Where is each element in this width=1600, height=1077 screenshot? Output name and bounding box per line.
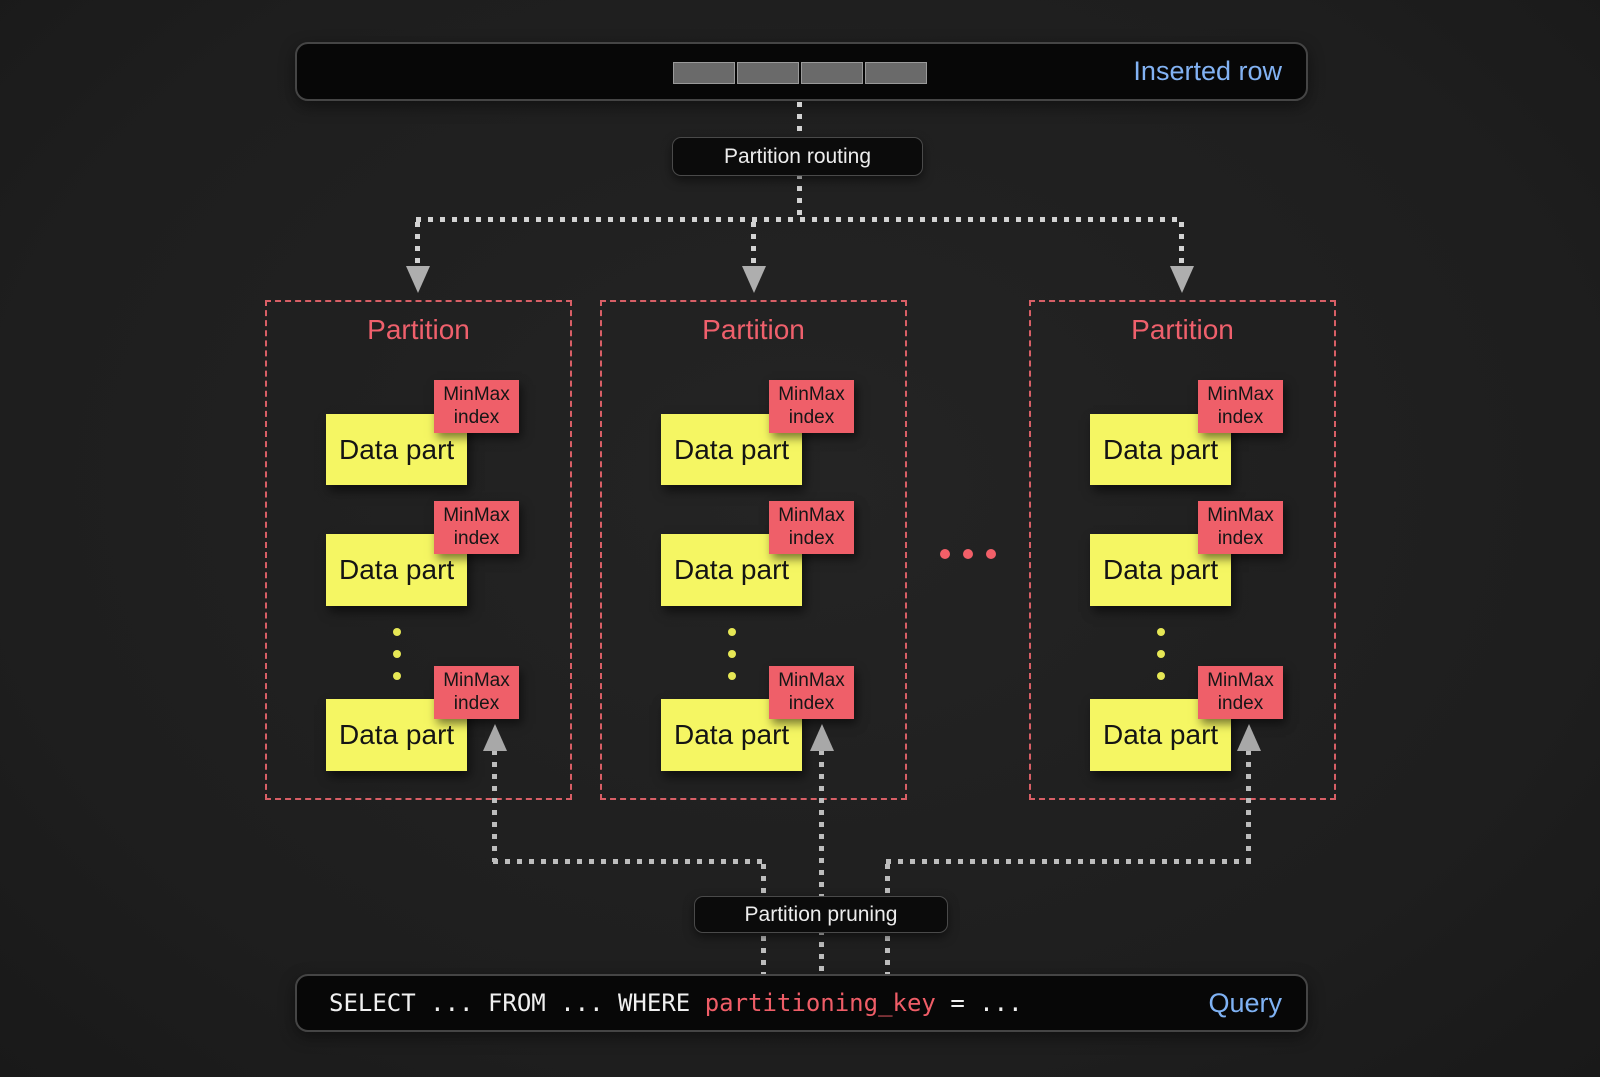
pruning-line-middle-vertical: [819, 750, 824, 974]
row-cell: [737, 62, 799, 84]
minmax-line: MinMax: [1207, 505, 1274, 527]
minmax-line: MinMax: [443, 505, 510, 527]
minmax-line: index: [1217, 406, 1264, 428]
minmax-index: MinMax index: [434, 501, 519, 554]
minmax-line: index: [453, 692, 500, 714]
minmax-line: MinMax: [1207, 670, 1274, 692]
row-cell: [673, 62, 735, 84]
inserted-row-label: Inserted row: [1133, 56, 1282, 86]
minmax-line: MinMax: [1207, 384, 1274, 406]
minmax-index: MinMax index: [1198, 380, 1283, 433]
query-label: Query: [1208, 987, 1282, 1018]
partition-title: Partition: [1131, 314, 1234, 345]
row-cell: [801, 62, 863, 84]
data-part: Data part: [326, 699, 467, 771]
query-box: SELECT ... FROM ... WHERE partitioning_k…: [295, 974, 1308, 1032]
routing-line-left: [415, 222, 420, 268]
minmax-index: MinMax index: [769, 380, 854, 433]
minmax-line: index: [1217, 527, 1264, 549]
arrow-down-icon: [406, 266, 430, 293]
query-partitioning-key: partitioning_key: [704, 989, 936, 1017]
pruning-line-right-vertical: [1246, 750, 1251, 862]
minmax-index: MinMax index: [769, 501, 854, 554]
pruning-line-right-horizontal: [886, 859, 1252, 864]
arrow-down-icon: [742, 266, 766, 293]
minmax-index: MinMax index: [769, 666, 854, 719]
vertical-ellipsis: [728, 628, 736, 680]
minmax-line: MinMax: [443, 670, 510, 692]
minmax-index: MinMax index: [1198, 666, 1283, 719]
minmax-line: index: [1217, 692, 1264, 714]
inserted-row-box: Inserted row: [295, 42, 1308, 101]
minmax-line: MinMax: [778, 384, 845, 406]
query-code-after: = ...: [935, 989, 1023, 1017]
partition-ellipsis: [940, 549, 996, 559]
partition-routing-label: Partition routing: [672, 137, 923, 176]
arrow-up-icon: [1237, 724, 1261, 751]
partition-box-1: Partition MinMax index Data part MinMax …: [265, 300, 572, 800]
arrow-down-icon: [1170, 266, 1194, 293]
minmax-line: MinMax: [443, 384, 510, 406]
routing-line-middle: [751, 222, 756, 268]
minmax-line: MinMax: [778, 670, 845, 692]
minmax-line: index: [453, 527, 500, 549]
partition-box-2: Partition MinMax index Data part MinMax …: [600, 300, 907, 800]
partition-title: Partition: [702, 314, 805, 345]
partition-title: Partition: [367, 314, 470, 345]
routing-line-right: [1179, 222, 1184, 268]
arrow-up-icon: [483, 724, 507, 751]
minmax-line: index: [453, 406, 500, 428]
arrow-up-icon: [810, 724, 834, 751]
partition-box-3: Partition MinMax index Data part MinMax …: [1029, 300, 1336, 800]
inserted-row-cells: [673, 62, 927, 84]
minmax-line: index: [788, 527, 835, 549]
minmax-index: MinMax index: [1198, 501, 1283, 554]
minmax-index: MinMax index: [434, 666, 519, 719]
pruning-line-left-horizontal: [493, 859, 765, 864]
partition-pruning-label: Partition pruning: [694, 896, 948, 933]
query-code: SELECT ... FROM ... WHERE partitioning_k…: [329, 976, 1023, 1030]
vertical-ellipsis: [1157, 628, 1165, 680]
minmax-line: index: [788, 406, 835, 428]
vertical-ellipsis: [393, 628, 401, 680]
query-code-before: SELECT ... FROM ... WHERE: [329, 989, 705, 1017]
row-cell: [865, 62, 927, 84]
minmax-line: MinMax: [778, 505, 845, 527]
pruning-line-left-vertical: [492, 750, 497, 862]
minmax-line: index: [788, 692, 835, 714]
minmax-index: MinMax index: [434, 380, 519, 433]
routing-line-horizontal: [416, 217, 1184, 222]
